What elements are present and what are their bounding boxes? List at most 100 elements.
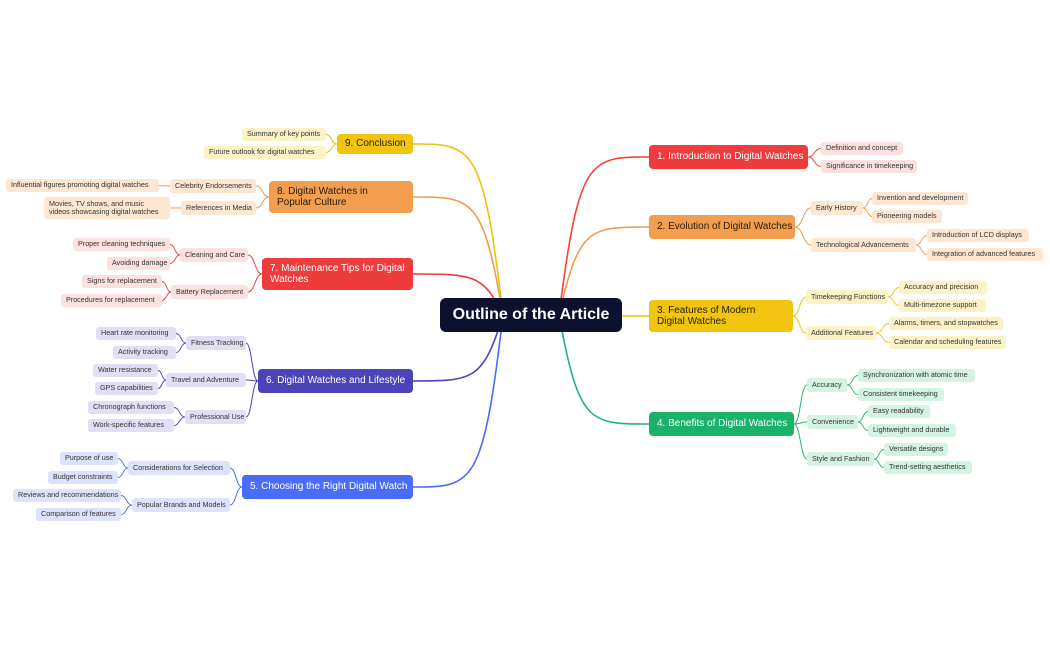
- leaf-advanced-features[interactable]: Integration of advanced features: [927, 248, 1043, 261]
- leaf-budget-constraints[interactable]: Budget constraints: [48, 471, 118, 484]
- leaf-procedures-replacement[interactable]: Procedures for replacement: [61, 294, 162, 307]
- leaf-connector-22: [857, 411, 869, 423]
- sub-connector-14: [792, 315, 807, 334]
- sub-connector-4: [794, 207, 812, 228]
- leaf-connector-30: [117, 467, 129, 478]
- leaf-pioneering-models[interactable]: Pioneering models: [872, 210, 942, 223]
- subtopic-technological-advancements[interactable]: Technological Advancements: [811, 238, 916, 252]
- leaf-connector-43: [173, 416, 186, 426]
- leaf-connector-6: [862, 207, 873, 217]
- leaf-connector-29: [117, 458, 129, 469]
- leaf-chronograph[interactable]: Chronograph functions: [88, 401, 174, 414]
- leaf-avoiding-damage[interactable]: Avoiding damage: [107, 257, 170, 270]
- leaf-summary-key-points[interactable]: Summary of key points: [242, 128, 326, 141]
- leaf-connector-39: [157, 370, 167, 381]
- subtopic-considerations[interactable]: Considerations for Selection: [128, 461, 230, 475]
- subtopic-cleaning-care[interactable]: Cleaning and Care: [180, 248, 248, 262]
- leaf-heart-rate[interactable]: Heart rate monitoring: [96, 327, 176, 340]
- subtopic-accuracy[interactable]: Accuracy: [807, 378, 847, 392]
- leaf-atomic-time[interactable]: Synchronization with atomic time: [858, 369, 975, 382]
- leaf-connector-26: [873, 458, 885, 468]
- branch-conclusion[interactable]: 9. Conclusion: [337, 134, 413, 154]
- leaf-calendar-scheduling[interactable]: Calendar and scheduling features: [889, 336, 1006, 349]
- branch-lifestyle[interactable]: 6. Digital Watches and Lifestyle: [258, 369, 413, 393]
- subtopic-professional-use[interactable]: Professional Use: [185, 410, 246, 424]
- leaf-consistent-timekeeping[interactable]: Consistent timekeeping: [858, 388, 944, 401]
- leaf-accuracy-and-precision[interactable]: Accuracy and precision: [899, 281, 987, 294]
- sub-connector-57: [325, 134, 338, 145]
- sub-connector-1: [807, 148, 822, 158]
- leaf-easy-readability[interactable]: Easy readability: [868, 405, 930, 418]
- leaf-reviews[interactable]: Reviews and recommendations: [13, 489, 121, 502]
- leaf-purpose-of-use[interactable]: Purpose of use: [60, 452, 118, 465]
- subtopic-celebrity-endorsements[interactable]: Celebrity Endorsements: [170, 179, 256, 193]
- leaf-lcd-displays[interactable]: Introduction of LCD displays: [927, 229, 1029, 242]
- branch-benefits[interactable]: 4. Benefits of Digital Watches: [649, 412, 794, 436]
- leaf-significance-in-timekeeping[interactable]: Significance in timekeeping: [821, 160, 917, 173]
- sub-connector-11: [792, 296, 807, 317]
- leaf-gps[interactable]: GPS capabilities: [95, 382, 158, 395]
- leaf-signs-replacement[interactable]: Signs for replacement: [82, 275, 162, 288]
- leaf-connector-8: [915, 235, 928, 246]
- sub-connector-7: [794, 226, 812, 246]
- branch-evolution[interactable]: 2. Evolution of Digital Watches: [649, 215, 795, 239]
- leaf-trend-setting[interactable]: Trend-setting aesthetics: [884, 461, 972, 474]
- sub-connector-38: [245, 379, 259, 382]
- leaf-work-specific[interactable]: Work-specific features: [88, 419, 174, 432]
- sub-connector-35: [245, 342, 259, 382]
- leaf-influential-figures[interactable]: Influential figures promoting digital wa…: [6, 179, 159, 192]
- subtopic-references-in-media[interactable]: References in Media: [181, 201, 256, 215]
- branch-features[interactable]: 3. Features of Modern Digital Watches: [649, 300, 793, 332]
- leaf-definition-and-concept[interactable]: Definition and concept: [821, 142, 903, 155]
- sub-connector-28: [229, 467, 243, 488]
- leaf-invention-and-development[interactable]: Invention and development: [872, 192, 968, 205]
- subtopic-travel-adventure[interactable]: Travel and Adventure: [166, 373, 246, 387]
- sub-connector-52: [255, 185, 270, 198]
- leaf-connector-49: [161, 281, 172, 293]
- leaf-future-outlook[interactable]: Future outlook for digital watches: [204, 146, 326, 159]
- leaf-cleaning-techniques[interactable]: Proper cleaning techniques: [73, 238, 170, 251]
- leaf-connector-37: [175, 342, 187, 353]
- leaf-connector-42: [173, 407, 186, 418]
- leaf-multi-timezone[interactable]: Multi-timezone support: [899, 299, 986, 312]
- subtopic-convenience[interactable]: Convenience: [807, 415, 858, 429]
- central-topic[interactable]: Outline of the Article: [440, 298, 622, 332]
- branch-connector-17: [558, 314, 650, 425]
- leaf-connector-15: [875, 323, 890, 334]
- branch-connector-51: [412, 196, 504, 316]
- leaf-connector-20: [846, 384, 859, 395]
- subtopic-popular-brands[interactable]: Popular Brands and Models: [132, 498, 230, 512]
- subtopic-style-and-fashion[interactable]: Style and Fashion: [807, 452, 874, 466]
- leaf-connector-25: [873, 449, 885, 460]
- leaf-connector-33: [120, 504, 133, 515]
- leaf-connector-19: [846, 375, 859, 386]
- subtopic-fitness-tracking[interactable]: Fitness Tracking: [186, 336, 246, 350]
- leaf-connector-23: [857, 421, 869, 431]
- sub-connector-2: [807, 156, 822, 167]
- leaf-activity-tracking[interactable]: Activity tracking: [113, 346, 176, 359]
- branch-connector-56: [412, 143, 504, 316]
- subtopic-early-history[interactable]: Early History: [811, 201, 863, 215]
- branch-connector-27: [412, 314, 504, 488]
- leaf-versatile-designs[interactable]: Versatile designs: [884, 443, 948, 456]
- sub-connector-31: [229, 486, 243, 506]
- leaf-movies-tv-music[interactable]: Movies, TV shows, and music videos showc…: [44, 197, 170, 219]
- leaf-connector-40: [157, 379, 167, 389]
- branch-connector-0: [558, 156, 650, 316]
- leaf-comparison[interactable]: Comparison of features: [36, 508, 121, 521]
- branch-introduction[interactable]: 1. Introduction to Digital Watches: [649, 145, 808, 169]
- subtopic-timekeeping-functions[interactable]: Timekeeping Functions: [806, 290, 888, 304]
- leaf-water-resistance[interactable]: Water resistance: [93, 364, 158, 377]
- sub-connector-24: [793, 423, 808, 460]
- subtopic-additional-features[interactable]: Additional Features: [806, 326, 876, 340]
- branch-choosing[interactable]: 5. Choosing the Right Digital Watch: [242, 475, 413, 499]
- sub-connector-58: [325, 143, 338, 153]
- branch-popular-culture[interactable]: 8. Digital Watches in Popular Culture: [269, 181, 413, 213]
- leaf-connector-12: [887, 287, 900, 298]
- branch-maintenance[interactable]: 7. Maintenance Tips for Digital Watches: [262, 258, 413, 290]
- leaf-lightweight-durable[interactable]: Lightweight and durable: [868, 424, 956, 437]
- subtopic-battery-replacement[interactable]: Battery Replacement: [171, 285, 248, 299]
- sub-connector-41: [245, 380, 259, 418]
- leaf-alarms-timers[interactable]: Alarms, timers, and stopwatches: [889, 317, 1003, 330]
- sub-connector-18: [793, 384, 808, 425]
